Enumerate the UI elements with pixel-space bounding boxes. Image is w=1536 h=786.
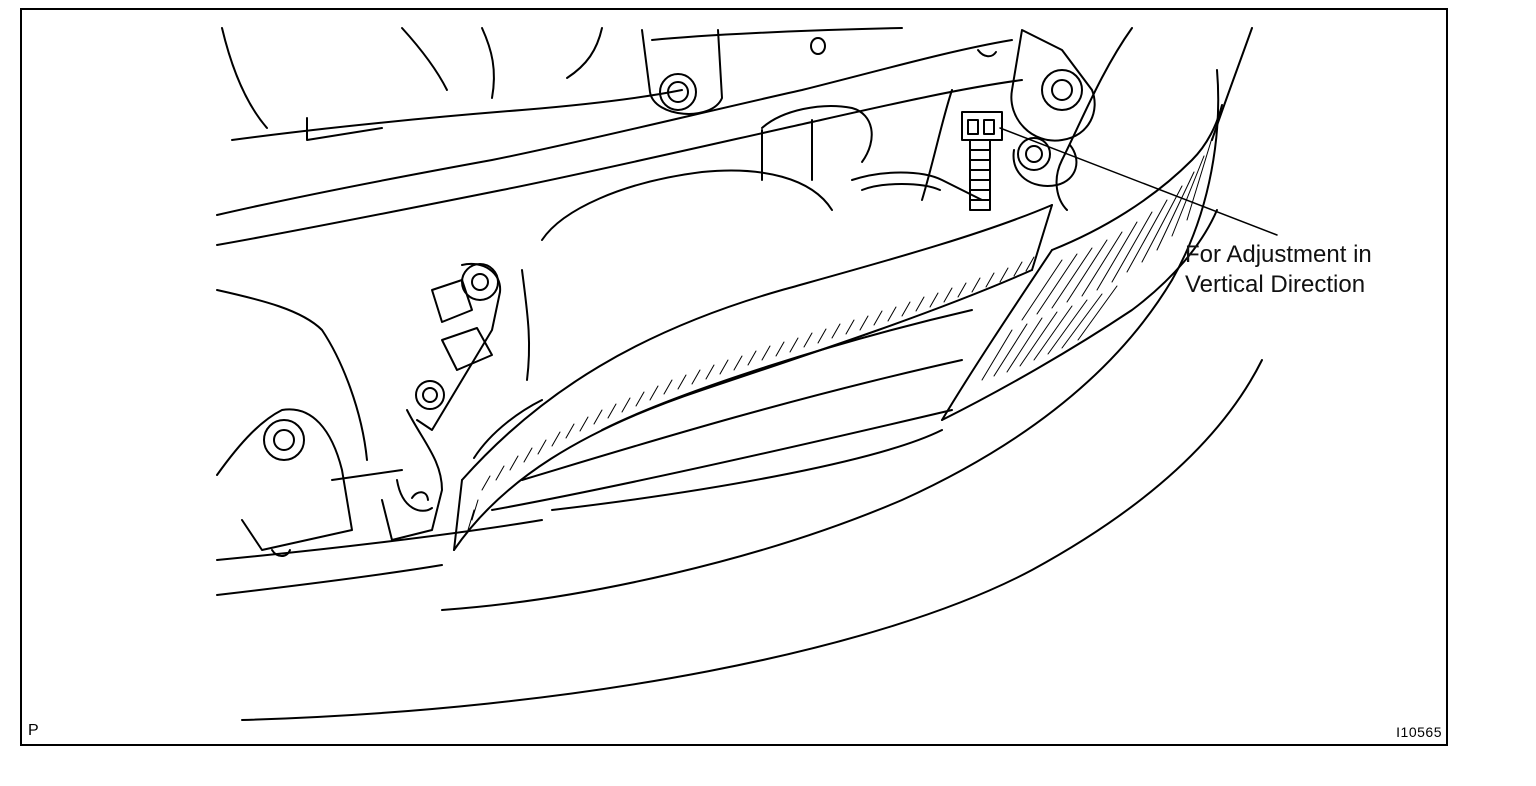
- right-mounting-bracket: [1010, 29, 1096, 187]
- lower-left-bracket: [216, 289, 403, 557]
- upper-mounting-bracket: [641, 29, 997, 115]
- callout-leader-line: [999, 127, 1278, 236]
- bumper-contours: [216, 27, 1263, 721]
- left-mounting-bracket: [381, 262, 502, 541]
- vertical-adjustment-callout: For Adjustment in Vertical Direction: [1185, 240, 1372, 300]
- headlamp-assembly-drawing: [216, 27, 1278, 721]
- headlamp-lens: [453, 204, 1053, 551]
- upper-body-panel: [216, 27, 1023, 246]
- side-marker-lens: [941, 104, 1223, 421]
- lens-hatching: [467, 256, 1035, 531]
- callout-line-1: For Adjustment in: [1185, 241, 1372, 268]
- headlamp-housing: [521, 89, 983, 381]
- vertical-adjustment-screw: [961, 111, 1003, 211]
- figure-id: I10565: [1396, 724, 1442, 740]
- diagram-frame: For Adjustment in Vertical Direction P I…: [20, 8, 1448, 746]
- corner-code: P: [28, 722, 39, 739]
- callout-line-2: Vertical Direction: [1185, 271, 1366, 298]
- side-marker-hatching: [981, 137, 1213, 381]
